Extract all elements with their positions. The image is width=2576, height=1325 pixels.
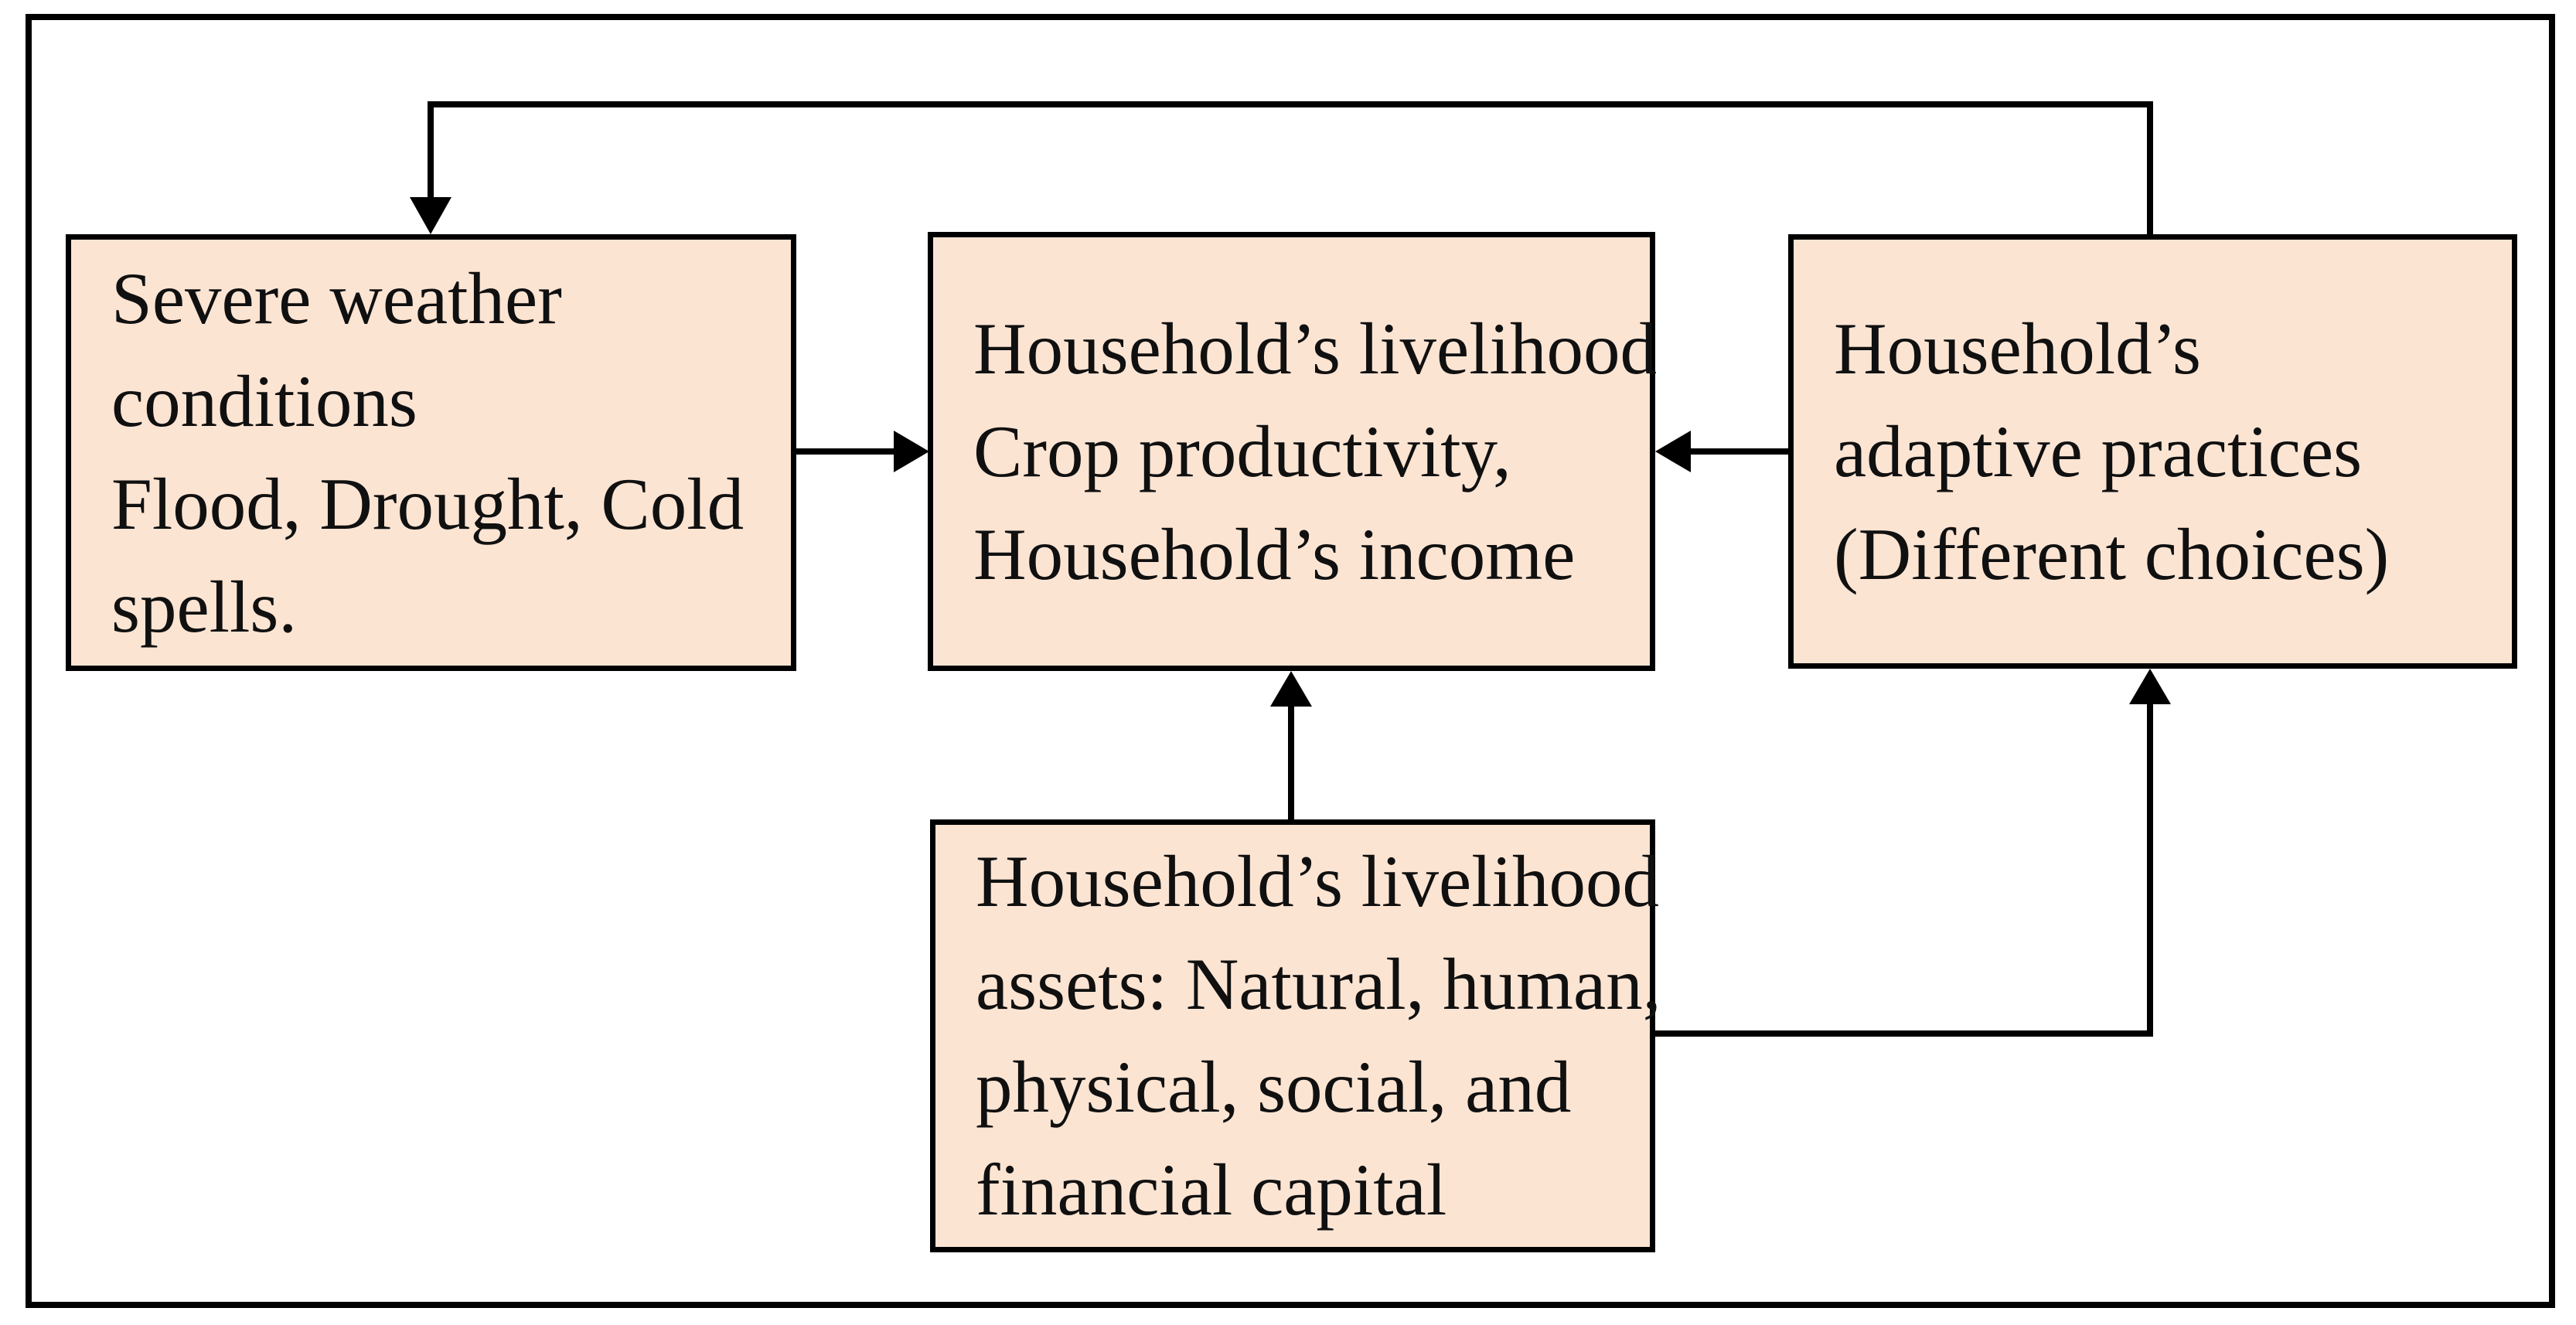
box-livelihood-assets-line-1: Household’s livelihood	[976, 840, 1659, 922]
box-household-livelihood-line-2: Crop productivity,	[973, 410, 1511, 492]
arrow-adaptive-to-weather-head-icon	[410, 197, 451, 234]
box-severe-weather-line-4: spells.	[111, 565, 298, 648]
arrow-assets-to-livelihood-shaft	[1288, 703, 1294, 819]
arrow-adaptive-to-weather-top-shaft	[428, 101, 2153, 107]
box-household-livelihood-line-3: Household’s income	[973, 513, 1576, 595]
arrow-assets-to-adaptive-head-icon	[2129, 669, 2171, 704]
box-severe-weather-conditions: Severe weather conditions Flood, Drought…	[66, 234, 796, 671]
arrow-adaptive-to-livelihood-shaft	[1688, 448, 1788, 455]
box-adaptive-practices-line-2: adaptive practices	[1834, 410, 2363, 492]
arrow-adaptive-to-livelihood-head-icon	[1655, 431, 1691, 472]
arrow-assets-to-adaptive-horizontal-shaft	[1655, 1030, 2153, 1037]
box-adaptive-practices-line-3: (Different choices)	[1834, 513, 2390, 595]
box-livelihood-assets-line-3: physical, social, and	[976, 1046, 1572, 1128]
arrow-weather-to-livelihood-head-icon	[894, 431, 929, 472]
box-severe-weather-line-3: Flood, Drought, Cold	[111, 462, 745, 545]
arrow-adaptive-to-weather-right-riser	[2147, 101, 2153, 234]
box-severe-weather-line-2: conditions	[111, 359, 417, 442]
box-livelihood-assets-line-4: financial capital	[976, 1149, 1447, 1231]
arrow-adaptive-to-weather-left-drop	[428, 101, 434, 200]
box-household-livelihood-line-1: Household’s livelihood	[973, 307, 1657, 390]
box-severe-weather-line-1: Severe weather	[111, 257, 562, 339]
arrow-assets-to-livelihood-head-icon	[1270, 671, 1312, 707]
arrow-assets-to-adaptive-vertical-shaft	[2147, 701, 2153, 1037]
box-livelihood-assets: Household’s livelihood assets: Natural, …	[930, 819, 1661, 1252]
box-adaptive-practices: Household’s adaptive practices (Differen…	[1788, 234, 2517, 669]
diagram-outer-border	[26, 14, 2555, 1308]
arrow-weather-to-livelihood-shaft	[796, 448, 898, 455]
box-livelihood-assets-line-2: assets: Natural, human,	[976, 943, 1661, 1025]
box-adaptive-practices-line-1: Household’s	[1834, 307, 2201, 390]
box-household-livelihood: Household’s livelihood Crop productivity…	[928, 232, 1657, 671]
